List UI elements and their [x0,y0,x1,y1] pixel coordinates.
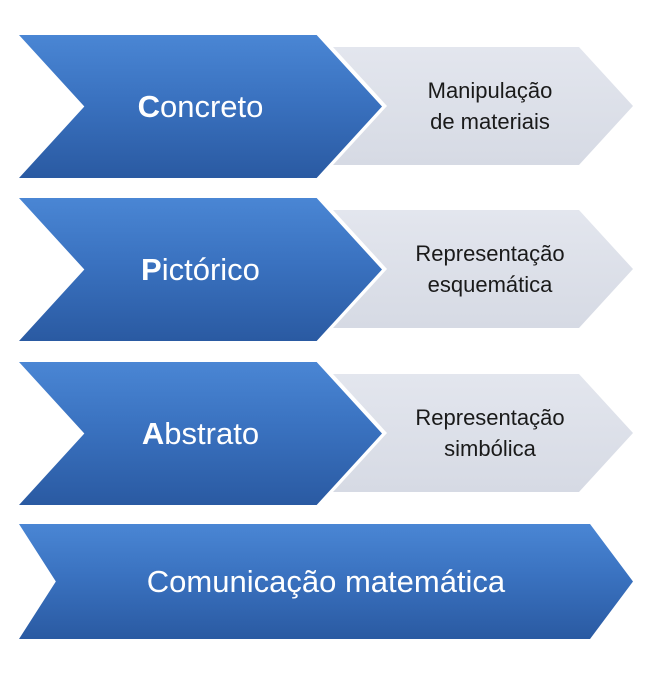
description-line: de materiais [430,109,550,134]
description-chevron-pictorico: Representação esquemática [333,210,633,328]
description-text: Manipulação de materiais [398,75,569,137]
description-line: esquemática [427,272,553,297]
stage-chevron-concreto: Concreto [19,35,382,178]
stage-initial: C [137,88,160,124]
description-line: Representação [415,241,565,266]
description-text: Representação simbólica [385,402,580,464]
stage-initial: P [141,251,162,287]
communication-chevron: Comunicação matemática [19,524,633,639]
stage-label: Pictórico [141,252,260,288]
communication-label: Comunicação matemática [146,563,506,599]
stage-initial: A [141,415,165,451]
stage-rest: bstrato [164,415,260,451]
description-line: simbólica [444,436,536,461]
description-line: Manipulação [427,78,553,103]
stage-label: Concreto [138,89,264,125]
stage-rest: oncreto [159,88,264,124]
description-text: Representação esquemática [385,238,580,300]
description-line: Representação [415,405,565,430]
stage-chevron-abstrato: Abstrato [19,362,382,505]
stage-label: Abstrato [142,416,259,452]
description-chevron-abstrato: Representação simbólica [333,374,633,492]
stage-chevron-pictorico: Pictórico [19,198,382,341]
stage-rest: ictórico [161,251,260,287]
